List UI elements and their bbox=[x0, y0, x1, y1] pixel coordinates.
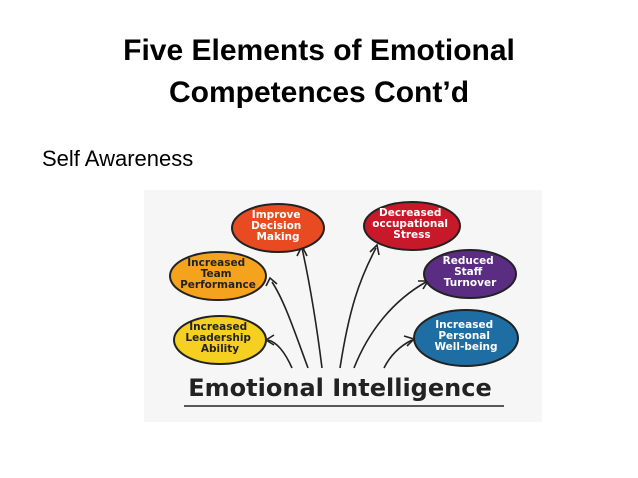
oval-decreased-stress: Decreased occupational Stress bbox=[363, 201, 461, 251]
oval-improve-decision: Improve Decision Making bbox=[231, 203, 325, 253]
figure-background bbox=[144, 190, 542, 422]
oval-line-3: Performance bbox=[180, 279, 256, 291]
oval-line-2: Leadership bbox=[185, 332, 251, 344]
oval-line-3: Ability bbox=[201, 343, 239, 355]
oval-line-1: Improve bbox=[252, 209, 301, 221]
oval-line-2: Staff bbox=[454, 266, 483, 278]
arrowhead-team bbox=[265, 276, 278, 287]
arrow-team bbox=[271, 281, 309, 369]
oval-shape bbox=[173, 315, 267, 365]
slide-title: Five Elements of Emotional Competences C… bbox=[60, 30, 578, 114]
arrow-decision bbox=[301, 247, 323, 369]
oval-line-3: Turnover bbox=[444, 277, 497, 289]
oval-reduced-turnover: Reduced Staff Turnover bbox=[423, 249, 517, 299]
arrow-stress bbox=[339, 247, 377, 369]
arrow-wellbeing bbox=[383, 339, 413, 369]
oval-text: Decreased occupational Stress bbox=[372, 207, 451, 241]
oval-shape bbox=[423, 249, 517, 299]
oval-line-1: Increased bbox=[435, 319, 493, 331]
oval-line-3: Stress bbox=[393, 229, 430, 241]
oval-text: Increased Team Performance bbox=[180, 257, 256, 291]
oval-text: Increased Personal Well-being bbox=[434, 319, 497, 353]
oval-text: Improve Decision Making bbox=[251, 209, 305, 243]
oval-line-2: Team bbox=[201, 268, 232, 280]
arrowhead-stress bbox=[369, 243, 380, 256]
arrow-turnover bbox=[353, 281, 427, 369]
oval-shape bbox=[231, 203, 325, 253]
oval-shape bbox=[363, 201, 461, 251]
oval-line-3: Well-being bbox=[434, 341, 497, 353]
title-line-2: Competences Cont’d bbox=[168, 76, 470, 109]
oval-text: Reduced Staff Turnover bbox=[443, 255, 498, 289]
oval-line-2: Personal bbox=[438, 330, 490, 342]
oval-increased-wellbeing: Increased Personal Well-being bbox=[413, 309, 519, 367]
bullet-self-awareness: Self Awareness bbox=[42, 146, 194, 171]
arrow-leadership bbox=[267, 339, 293, 369]
oval-line-1: Increased bbox=[187, 257, 245, 269]
oval-line-1: Increased bbox=[189, 321, 247, 333]
oval-line-1: Reduced bbox=[443, 255, 494, 267]
oval-increased-leadership: Increased Leadership Ability bbox=[173, 315, 267, 365]
emotional-intelligence-figure: Improve Decision Making Decreased occupa… bbox=[144, 190, 542, 422]
oval-line-3: Making bbox=[256, 231, 299, 243]
central-label: Emotional Intelligence bbox=[188, 374, 491, 402]
oval-text: Increased Leadership Ability bbox=[185, 321, 254, 355]
oval-increased-team: Increased Team Performance bbox=[169, 251, 267, 301]
title-line-1: Five Elements of Emotional bbox=[123, 34, 515, 67]
oval-shape bbox=[169, 251, 267, 301]
oval-line-2: occupational bbox=[372, 218, 448, 230]
oval-line-2: Decision bbox=[251, 220, 301, 232]
figure-svg: Improve Decision Making Decreased occupa… bbox=[144, 190, 542, 422]
oval-line-1: Decreased bbox=[379, 207, 441, 219]
oval-shape bbox=[413, 309, 519, 367]
